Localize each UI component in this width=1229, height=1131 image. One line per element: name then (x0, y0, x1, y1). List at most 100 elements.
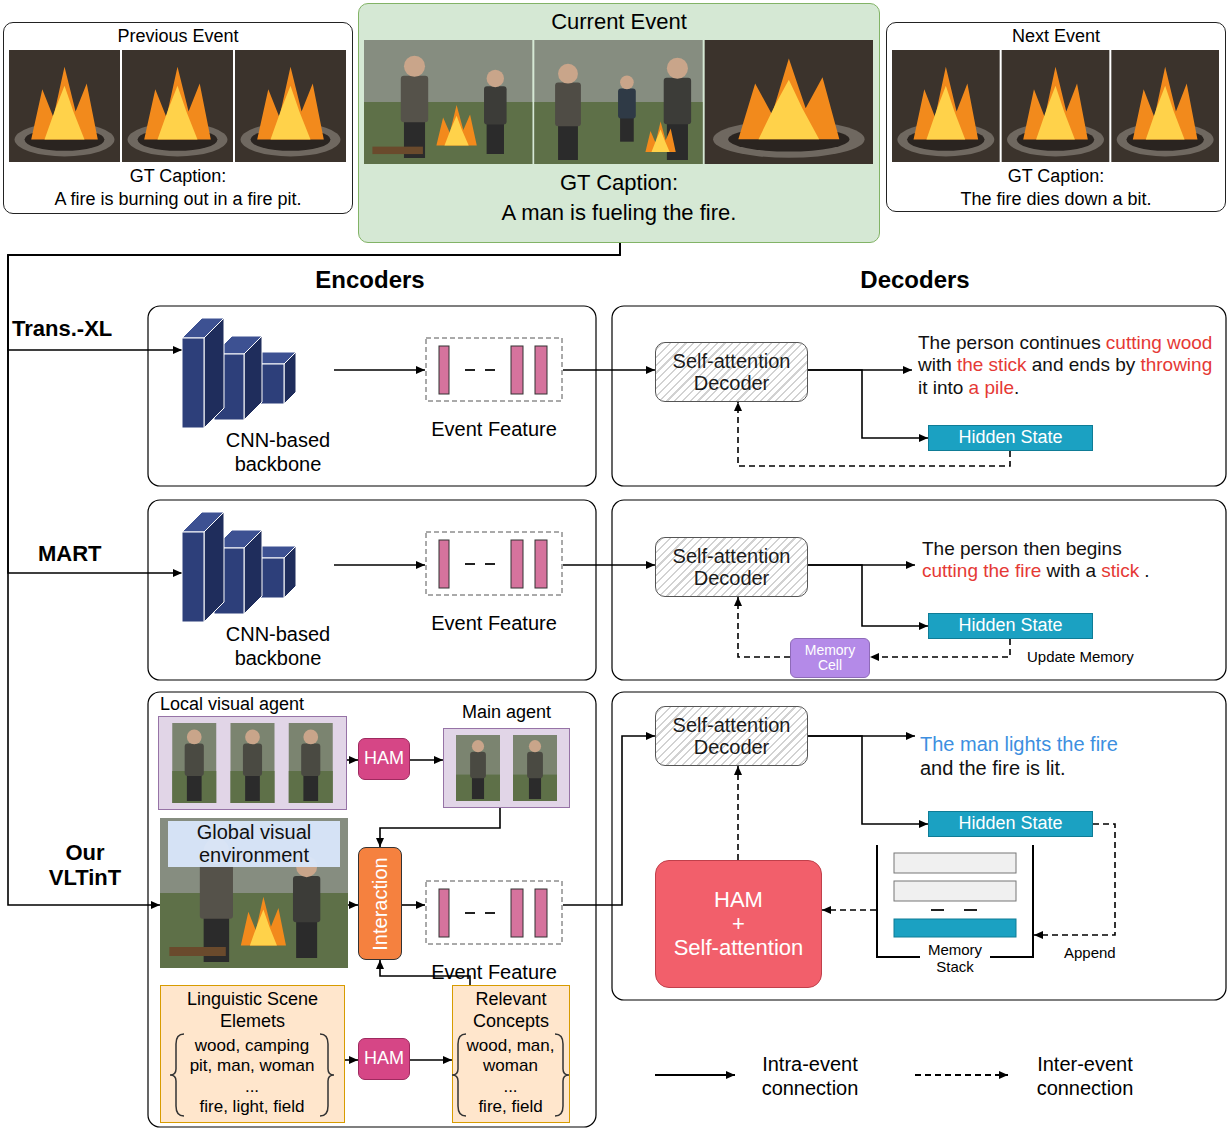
photo (122, 50, 233, 162)
column-heading: Encoders (300, 266, 440, 294)
photo (705, 40, 873, 164)
photo (9, 50, 120, 162)
intra-event-connector (334, 564, 425, 566)
caption-phrase: . (1144, 560, 1149, 582)
caption-phrase: a pile (969, 377, 1014, 399)
legend-solid-sample (655, 1074, 735, 1076)
relevant-concepts: Relevant Conceptswood, man, woman...fire… (452, 985, 570, 1123)
caption-phrase: and ends by (1032, 354, 1136, 376)
concept-words: fire, field (465, 1097, 557, 1117)
intra-event-connector (347, 759, 358, 761)
cnn-backbone: CNN-based backbone (182, 318, 334, 480)
caption-phrase: . (1014, 377, 1019, 399)
row-label: MART (38, 541, 102, 566)
photo (892, 50, 1000, 162)
memory-cell: Memory Cell (790, 638, 870, 678)
illustration (425, 880, 563, 945)
caption-phrase: and the fire is lit. (920, 757, 1066, 781)
box-label: Hidden State (958, 814, 1062, 834)
intra-event-connector (345, 1059, 358, 1061)
event-feature: Event Feature (425, 880, 563, 986)
inter-event-connector (1034, 824, 1115, 935)
caption-phrase: it into (918, 377, 963, 399)
ham-self-attention: HAM+Self-attention (655, 860, 822, 988)
caption-phrase: The person then begins (922, 538, 1122, 560)
intra-event-connector (334, 369, 425, 371)
caption-phrase: cutting (1106, 332, 1162, 354)
caption-phrase: The person continues (918, 332, 1101, 354)
illustration (359, 40, 878, 164)
ham-module: HAM (358, 738, 410, 780)
box-label: Hidden State (958, 616, 1062, 636)
backbone-label: CNN-based backbone (222, 428, 334, 476)
concept-words: fire, light, field (185, 1097, 320, 1117)
caption-heading: GT Caption: (359, 170, 879, 196)
illustration (425, 337, 563, 402)
generated-caption: The person continuescuttingwoodwiththe s… (918, 332, 1220, 399)
inter-event-connector (737, 766, 739, 860)
photo (160, 818, 348, 968)
agent-heading: Local visual agent (160, 694, 304, 716)
intra-event-connector (8, 243, 620, 573)
intra-event-connector (8, 243, 620, 905)
intra-event-connector (348, 904, 358, 906)
illustration (887, 50, 1224, 162)
row-label: Trans.-XL (12, 316, 112, 341)
intra-event-connector (410, 1059, 452, 1061)
box-label: HAM (364, 1049, 404, 1069)
ground-truth-caption: A fire is burning out in a fire pit. (4, 189, 352, 211)
agent-heading: Main agent (443, 702, 570, 724)
backbone-label: CNN-based backbone (222, 622, 334, 670)
cnn-backbone: CNN-based backbone (182, 512, 334, 674)
intra-event-connector (8, 243, 620, 350)
concept-words: ... (185, 1077, 320, 1097)
event-panel: Previous EventGT Caption:A fire is burni… (3, 22, 353, 214)
intra-event-connector (808, 565, 928, 626)
ground-truth-caption: The fire dies down a bit. (887, 189, 1225, 211)
decoder-box: Self-attention Decoder (655, 537, 808, 597)
box-label: HAM (714, 888, 763, 912)
concept-list: wood, man, woman...fire, field (465, 1036, 557, 1118)
hidden-state: Hidden State (928, 811, 1093, 837)
box-label: Self-attention Decoder (660, 350, 803, 394)
caption-phrase: with a (1046, 560, 1096, 582)
photo (172, 723, 216, 803)
concept-heading: Linguistic Scene Elemets (161, 989, 344, 1032)
caption-phrase: The man lights the fire (920, 733, 1118, 757)
event-panel: Next Event GT Caption:The fire dies down … (886, 22, 1226, 212)
intra-event-connector (410, 759, 443, 761)
generated-caption: The person then beginscutting the firewi… (922, 538, 1214, 583)
intra-event-connector (563, 564, 655, 566)
ham-module: HAM (358, 1038, 410, 1080)
column-heading: Decoders (845, 266, 985, 294)
feature-label: Event Feature (410, 417, 578, 441)
feature-label: Event Feature (410, 611, 578, 635)
legend-text: Intra-event connection (745, 1052, 875, 1100)
feature-label: Event Feature (410, 960, 578, 984)
encoder-panel (148, 692, 596, 1127)
decoder-panel (612, 500, 1226, 680)
event-title: Next Event (887, 26, 1225, 48)
decoder-panel (612, 306, 1226, 486)
caption-phrase: throwing (1140, 354, 1212, 376)
photo (235, 50, 346, 162)
event-feature: Event Feature (425, 531, 563, 637)
illustration (4, 50, 351, 162)
photo (289, 723, 333, 803)
caption-phrase: the stick (957, 354, 1027, 376)
intra-event-connector (402, 904, 425, 906)
decoder-box: Self-attention Decoder (655, 706, 808, 766)
legend-dashed-sample (915, 1074, 1008, 1076)
intra-event-connector (808, 736, 928, 824)
box-label: Self-attention (674, 936, 804, 960)
illustration (182, 318, 302, 430)
hidden-state: Hidden State (928, 425, 1093, 451)
photo (534, 40, 702, 164)
concept-list: wood, camping pit, man, woman...fire, li… (185, 1036, 320, 1118)
hidden-state: Hidden State (928, 613, 1093, 639)
illustration (182, 512, 302, 624)
current-event-panel: Current EventGT Caption:A man is fueling… (358, 3, 880, 243)
caption-heading: GT Caption: (887, 166, 1225, 188)
decoder-panel (612, 692, 1226, 1000)
